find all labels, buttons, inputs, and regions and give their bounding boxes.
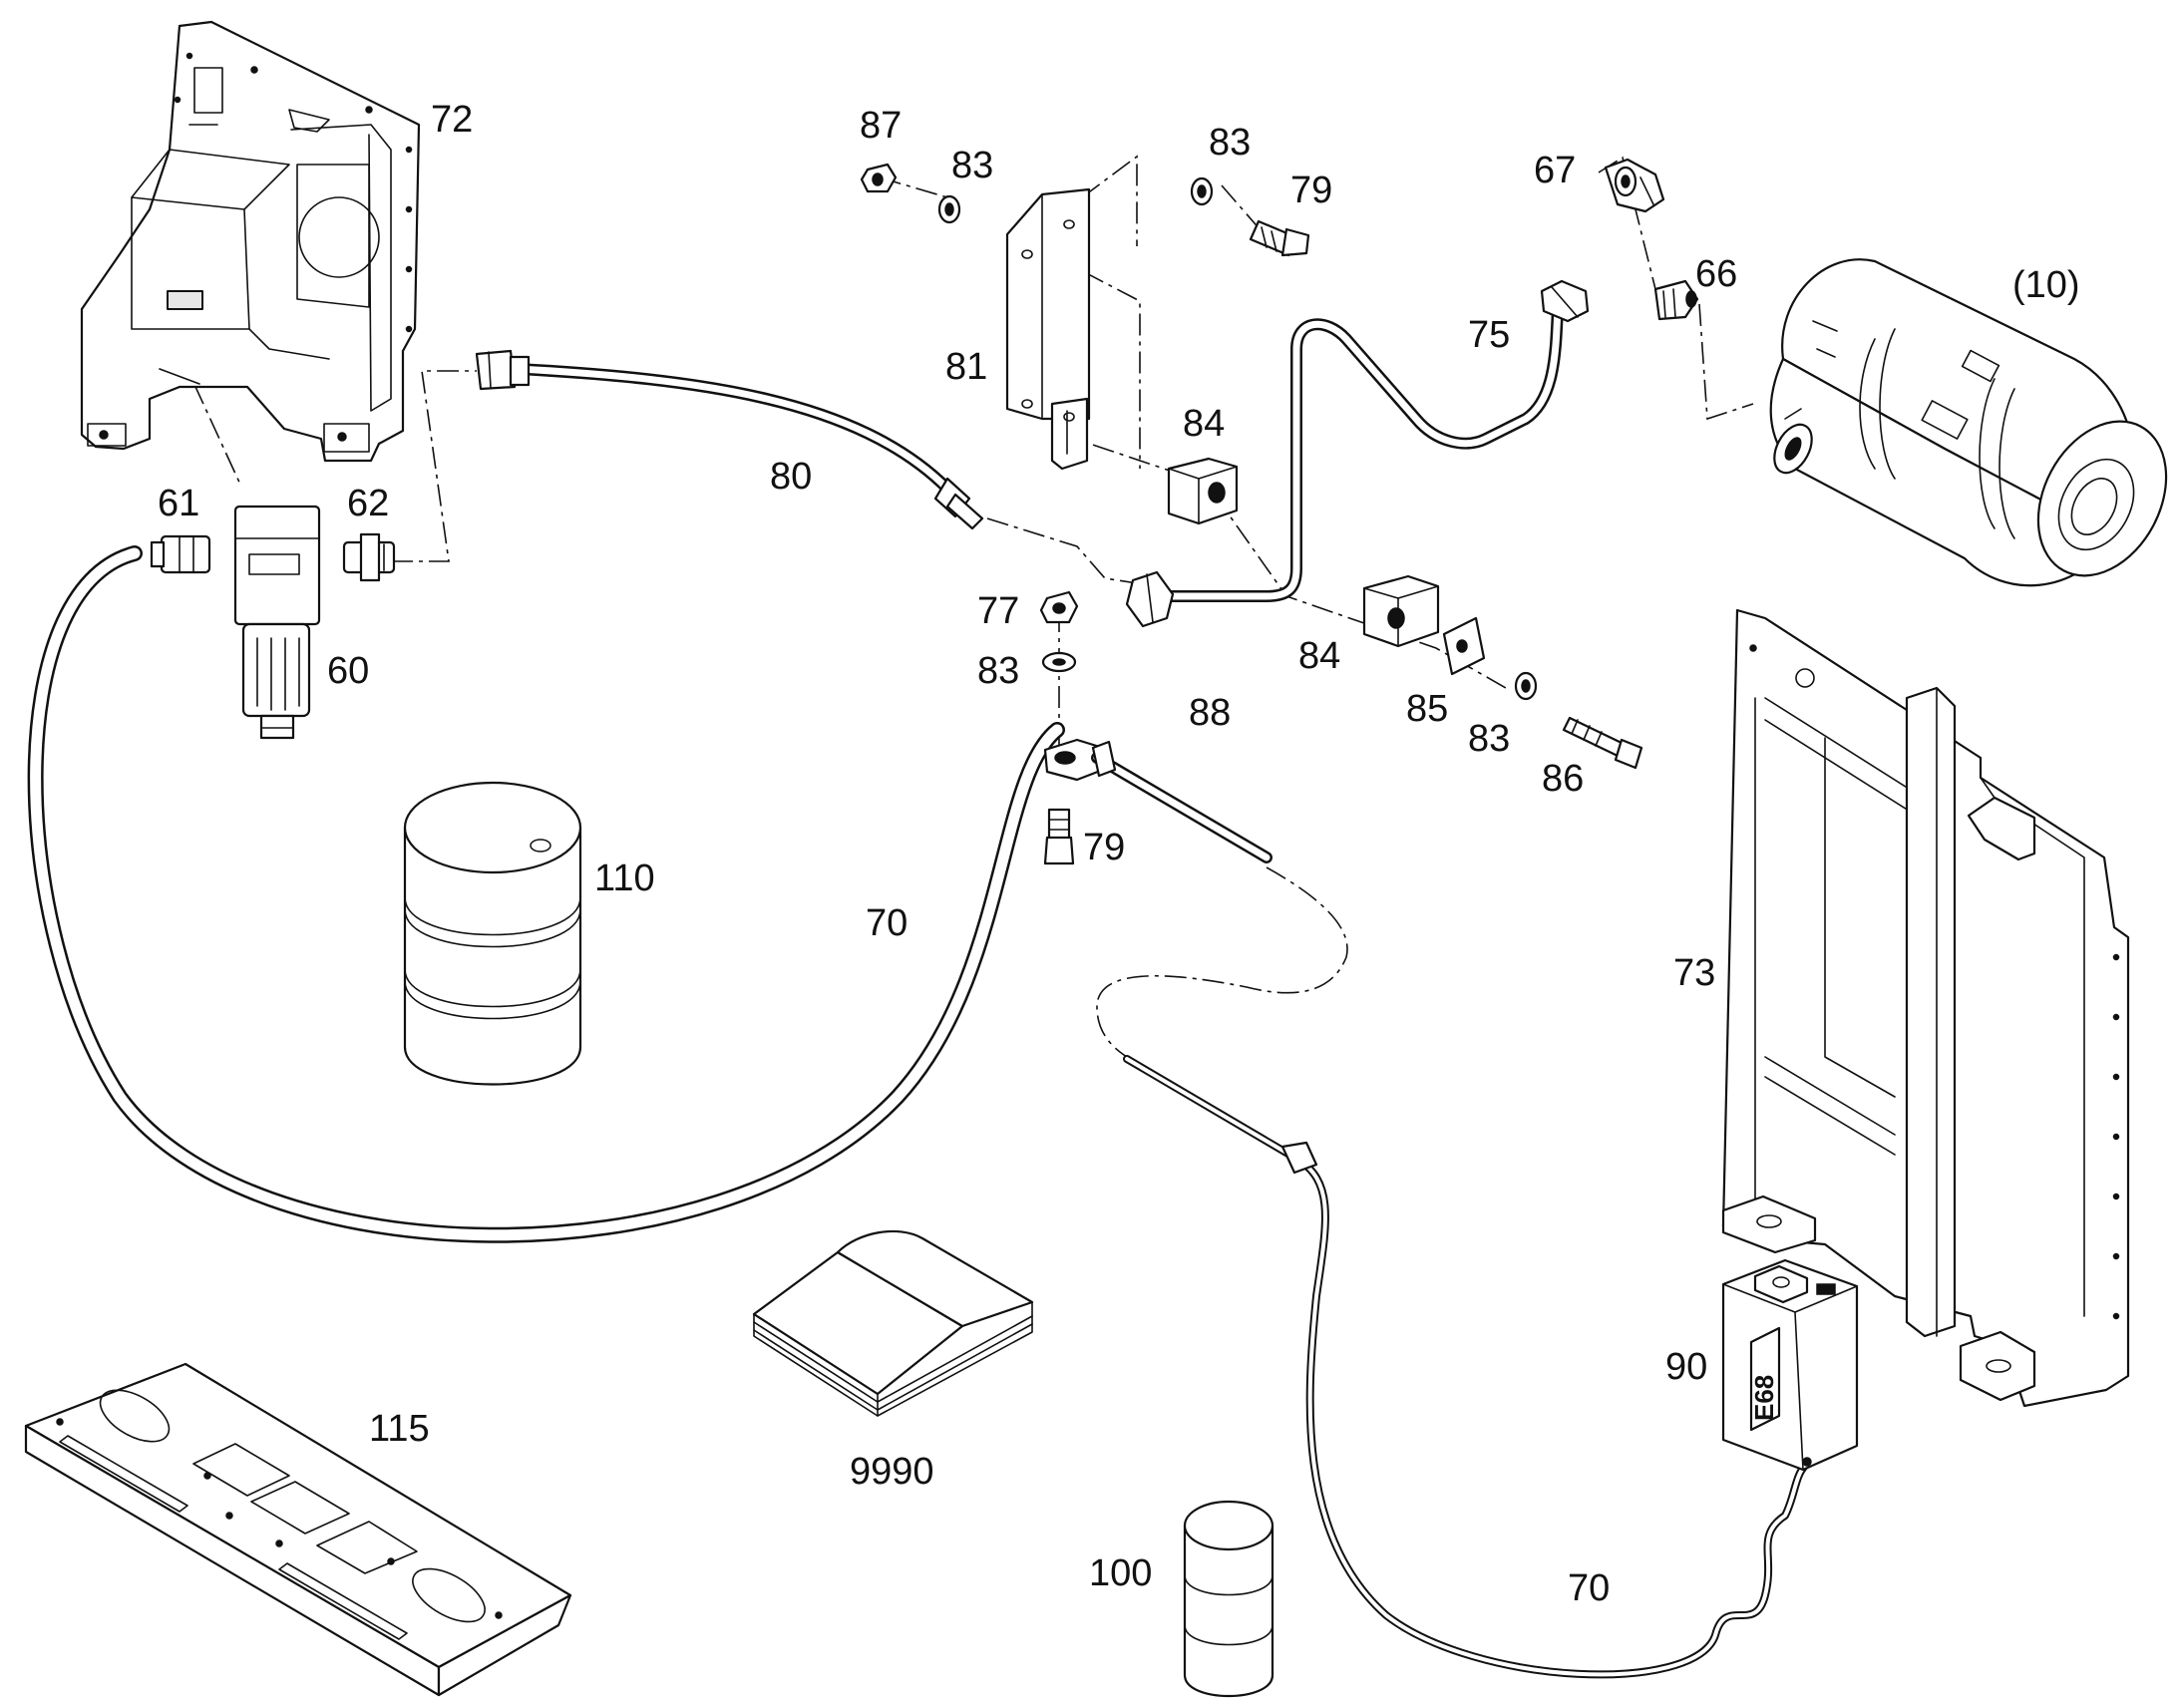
- callout-66: 66: [1695, 253, 1737, 295]
- callout-73: 73: [1673, 952, 1715, 994]
- washer-83-top-right: [1190, 176, 1214, 206]
- callout-87: 87: [860, 105, 902, 147]
- hose-70-left: [27, 545, 1065, 1243]
- callout-83b: 83: [1209, 122, 1251, 164]
- nut-77: [1039, 590, 1079, 624]
- pipe-75: [1125, 279, 1590, 628]
- clamp-84-lower: [1362, 574, 1440, 648]
- canister-10: [1769, 258, 2168, 587]
- cable-70-right: [1123, 1055, 1809, 1679]
- washer-83-center: [1041, 651, 1077, 673]
- manual-9990: [752, 1229, 1034, 1417]
- callout-86: 86: [1542, 758, 1584, 800]
- callout-62: 62: [347, 483, 389, 524]
- callout-67: 67: [1534, 150, 1576, 191]
- callout-10: (10): [2012, 264, 2080, 306]
- fitting-66: [1653, 279, 1699, 321]
- nut-87: [860, 163, 898, 193]
- callout-83a: 83: [951, 145, 993, 186]
- callout-100: 100: [1089, 1552, 1152, 1594]
- callout-90: 90: [1665, 1346, 1707, 1388]
- fitting-62: [342, 532, 396, 582]
- clamp-84-upper: [1167, 457, 1239, 525]
- screw-86: [1562, 716, 1643, 770]
- controller-box-90: E68: [1721, 1258, 1859, 1472]
- callout-70b: 70: [1568, 1567, 1610, 1609]
- callout-84b: 84: [1298, 635, 1340, 677]
- washer-83-top-left: [937, 194, 961, 224]
- callout-115: 115: [369, 1408, 430, 1450]
- callout-75: 75: [1468, 314, 1510, 356]
- callout-83d: 83: [1468, 718, 1510, 760]
- washer-83-right: [1514, 671, 1538, 701]
- callout-110: 110: [594, 857, 655, 899]
- callout-70a: 70: [866, 902, 908, 944]
- callout-79b: 79: [1083, 827, 1125, 868]
- callout-80: 80: [770, 456, 812, 498]
- bracket-81: [1005, 187, 1091, 471]
- callout-60: 60: [327, 650, 369, 692]
- clamp-88: [1043, 738, 1272, 863]
- elbow-67: [1604, 158, 1665, 213]
- callout-84a: 84: [1183, 403, 1225, 445]
- base-plate-115: [24, 1362, 572, 1697]
- frame-73: [1721, 608, 2130, 1408]
- drum-110: [403, 781, 582, 1086]
- callout-labels: 72 87 83 83 79 67 66 (10) 75 81 84 80 61…: [158, 99, 2080, 1609]
- drum-100: [1183, 1500, 1274, 1698]
- screw-79-top: [1249, 219, 1310, 257]
- callout-9990: 9990: [850, 1451, 934, 1493]
- callout-79a: 79: [1290, 170, 1332, 211]
- callout-77: 77: [977, 590, 1019, 632]
- screw-79-bottom: [1043, 808, 1075, 865]
- callout-83c: 83: [977, 650, 1019, 692]
- callout-85: 85: [1406, 688, 1448, 730]
- callout-61: 61: [158, 483, 199, 524]
- fitting-61: [150, 534, 211, 574]
- callout-88: 88: [1189, 692, 1231, 734]
- controller-display-label: E68: [1749, 1375, 1779, 1421]
- callout-81: 81: [945, 346, 987, 388]
- plate-85: [1442, 616, 1486, 676]
- hose-80: [475, 349, 984, 530]
- callout-72: 72: [431, 99, 473, 141]
- filter-60: [233, 505, 321, 740]
- frame-panel-72: [80, 20, 421, 463]
